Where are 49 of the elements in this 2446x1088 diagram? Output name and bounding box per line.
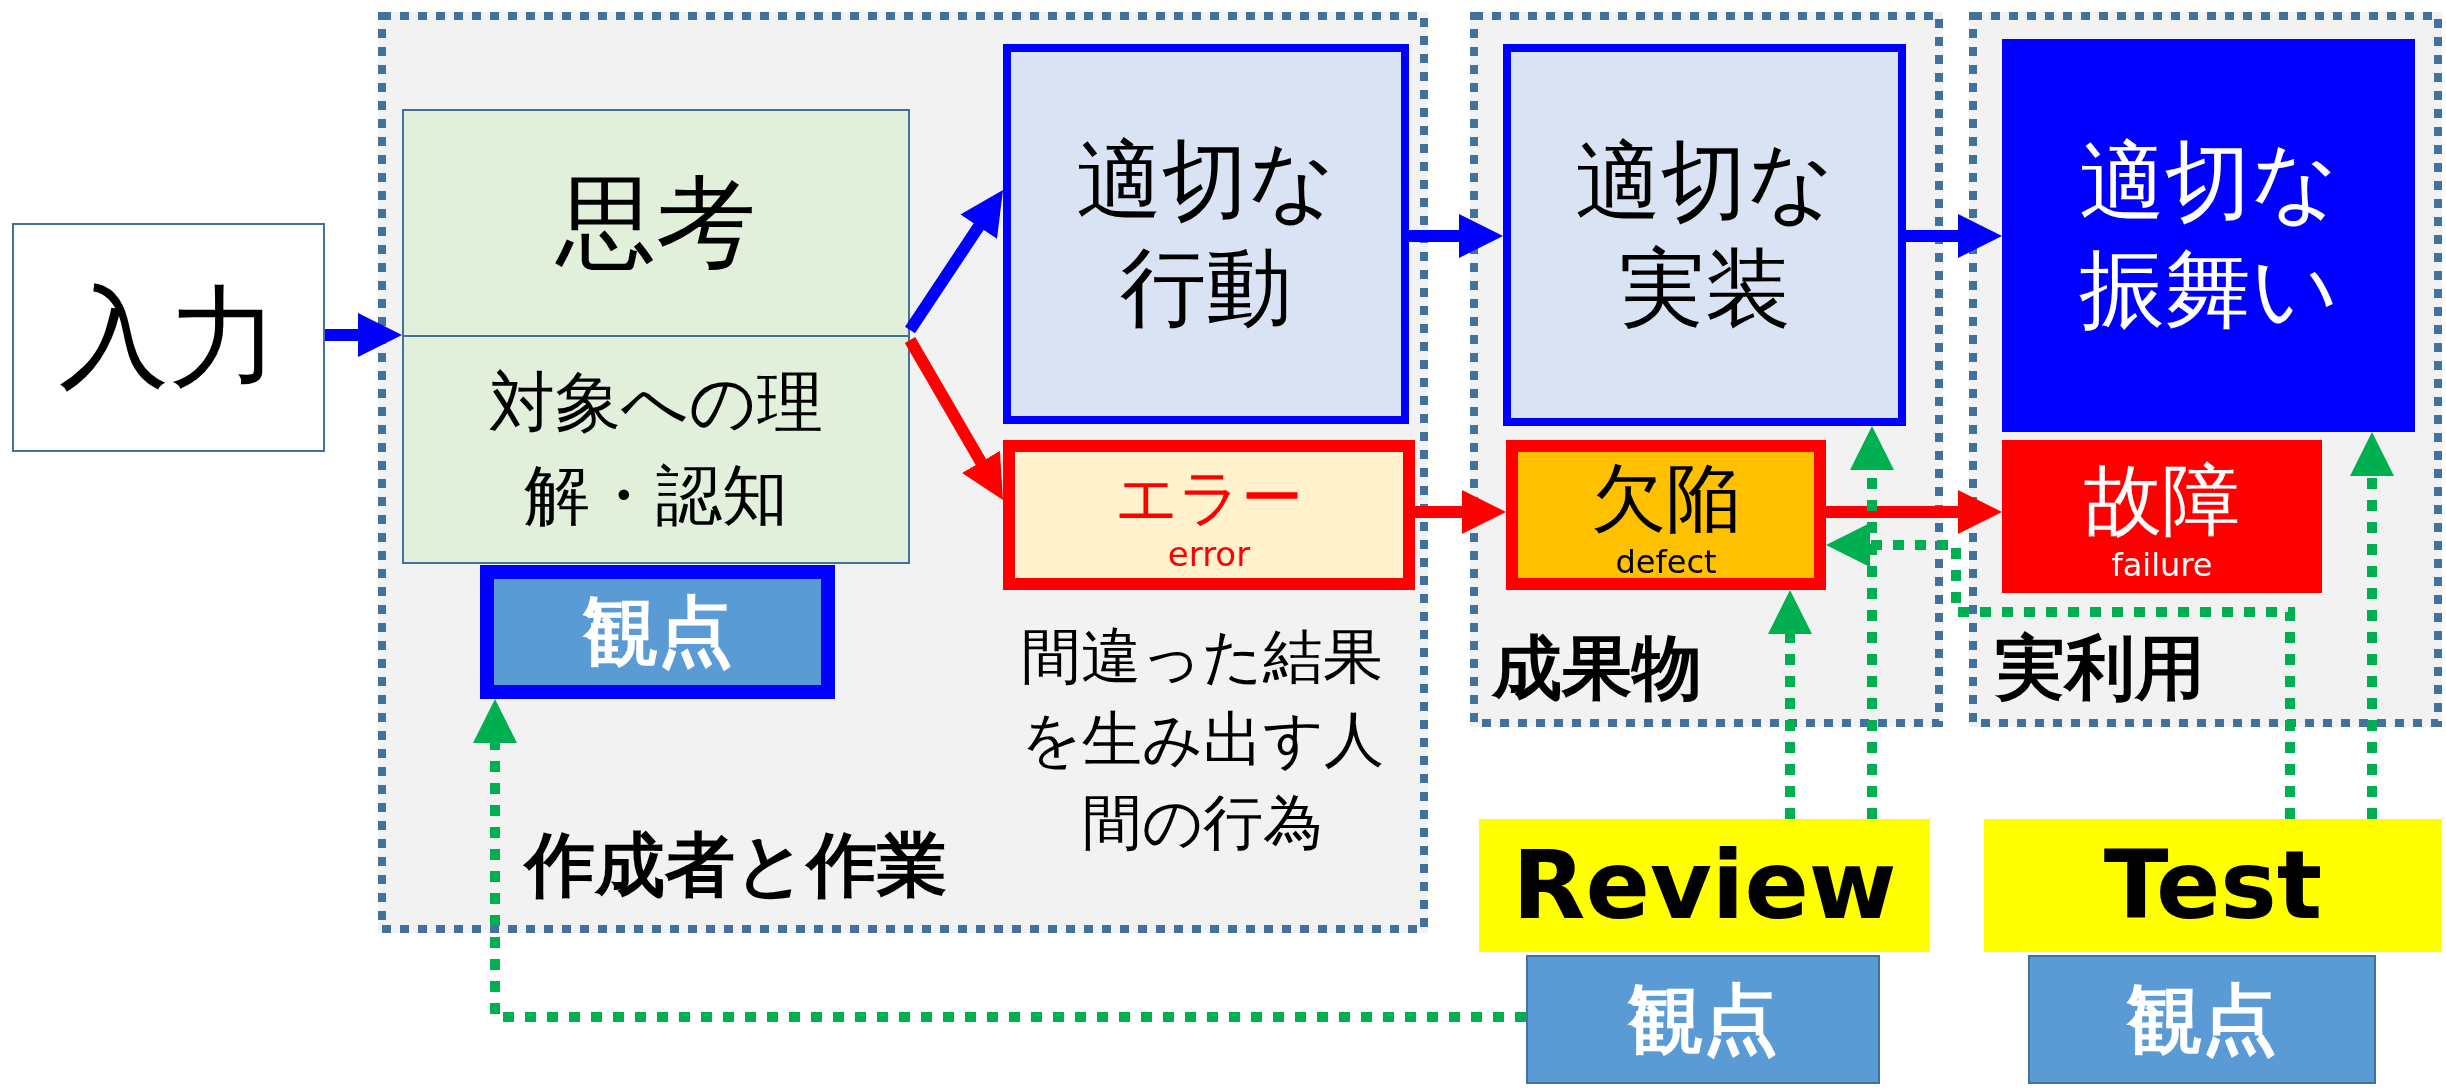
arrow <box>905 190 1003 334</box>
group-heading: 作成者と作業 <box>525 827 947 904</box>
group-heading: 実利用 <box>1995 630 2205 707</box>
box-caption: failure <box>2111 549 2213 582</box>
thought-box <box>402 109 910 564</box>
arrow <box>1409 214 1503 258</box>
box-label: 観点 <box>2127 973 2277 1065</box>
arrow <box>1906 214 2002 258</box>
activity-box <box>1984 819 2442 952</box>
arrow <box>1826 490 2002 534</box>
box-label: エラー <box>1115 460 1303 537</box>
arrow <box>325 313 402 357</box>
group-panel <box>1470 12 1943 727</box>
box-label: 観点 <box>1628 973 1778 1065</box>
process-box <box>1003 44 1409 424</box>
arrow <box>904 337 1003 500</box>
arrow <box>1415 490 1506 534</box>
note-text: 間違った結果を生み出す人間の行為 <box>1019 620 1385 859</box>
defect-box <box>1506 440 1826 590</box>
process-box <box>2002 39 2415 432</box>
group-heading: 成果物 <box>1492 630 1702 707</box>
input-box <box>12 223 325 452</box>
arrow <box>473 699 1526 1022</box>
box-label: 故障 <box>2084 453 2240 547</box>
box-label: 入力 <box>58 271 279 403</box>
arrow <box>1826 523 2295 819</box>
box-label: 適切な行動 <box>1075 128 1337 339</box>
error-box <box>1003 440 1415 590</box>
arrow <box>1850 426 1894 819</box>
viewpoint-box <box>1526 955 1880 1084</box>
box-label: 適切な実装 <box>1573 129 1836 340</box>
group-panel <box>1969 12 2442 727</box>
box-caption: error <box>1167 536 1251 571</box>
arrow <box>2350 432 2394 819</box>
box-label: 思考 <box>556 163 756 283</box>
failure-box <box>2002 440 2322 593</box>
viewpoint-box <box>480 565 835 699</box>
group-panel <box>378 12 1428 933</box>
box-label: 適切な振舞い <box>2077 130 2340 341</box>
arrow <box>1768 590 1812 819</box>
process-box <box>1503 44 1906 426</box>
activity-box <box>1479 819 1930 952</box>
box-label: 対象への理解・認知 <box>488 363 824 536</box>
box-label: 観点 <box>582 586 733 678</box>
box-label: 欠陥 <box>1591 453 1741 545</box>
viewpoint-box <box>2028 955 2376 1084</box>
box-label: Test <box>2103 829 2323 943</box>
box-caption: defect <box>1615 545 1717 578</box>
box-label: Review <box>1512 829 1897 943</box>
